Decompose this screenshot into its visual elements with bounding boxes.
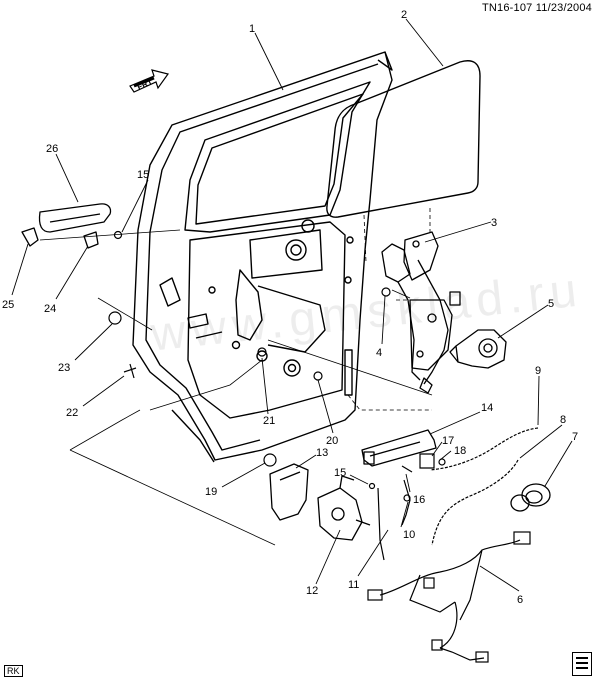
callout-labels: 1 2 3 4 5 6 7 8 9 10 11 12 13 14 15 15 1… [2,9,578,606]
outside-handle [21,203,112,249]
callout-6: 6 [517,594,523,606]
callout-13: 13 [316,447,328,459]
callout-4: 4 [376,347,382,359]
callout-15-top: 15 [137,169,149,181]
callout-14: 14 [481,402,493,414]
callout-24: 24 [44,303,56,315]
window-motor [449,329,507,369]
callout-1: 1 [249,23,255,35]
callout-5: 5 [548,298,554,310]
callout-21: 21 [263,415,275,427]
callout-11: 11 [348,579,359,591]
callout-15-lower: 15 [334,467,346,479]
grommet-seal [510,483,551,512]
callout-12: 12 [306,585,318,597]
guide-lines [39,229,433,546]
latch-bracket [269,463,309,521]
callout-3: 3 [491,217,497,229]
front-direction-arrow [129,69,170,93]
callout-25: 25 [2,299,14,311]
callout-17: 17 [442,435,454,447]
cables [429,427,539,546]
callout-16: 16 [413,494,425,506]
callout-22: 22 [66,407,78,419]
small-fasteners [108,230,446,526]
callout-8: 8 [560,414,566,426]
leader-lines [11,18,573,592]
callout-9: 9 [535,365,541,377]
wiring-harness [367,531,531,663]
footer-code: RK [4,665,23,677]
door-glass [326,60,481,218]
callout-23: 23 [58,362,70,374]
callout-10: 10 [403,529,415,541]
alignment-lines [347,208,432,411]
callout-2: 2 [401,9,407,21]
callout-18: 18 [454,445,466,457]
window-regulator [381,231,461,394]
callout-19: 19 [205,486,217,498]
inside-handle [361,429,437,467]
callout-26: 26 [46,143,58,155]
lock-rod [377,487,385,561]
document-icon [572,652,592,676]
callout-7: 7 [572,431,578,443]
door-shell [132,51,393,463]
callout-20: 20 [326,435,338,447]
door-latch [317,475,371,541]
diagram-code-date: TN16-107 11/23/2004 [481,2,592,14]
